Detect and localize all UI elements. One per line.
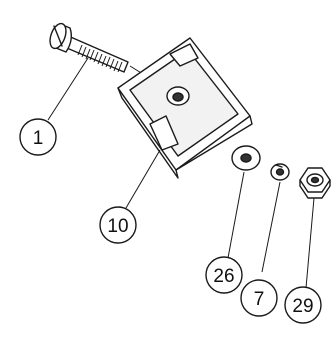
flat-washer (231, 145, 261, 171)
callout-10-label: 10 (107, 216, 128, 237)
lock-washer (270, 163, 290, 181)
callout-26-label: 26 (213, 266, 234, 287)
callout-10: 10 (99, 206, 137, 244)
callout-29-label: 29 (292, 296, 313, 317)
callout-7: 7 (240, 279, 278, 317)
hex-nut (299, 167, 331, 199)
callout-29: 29 (284, 286, 322, 324)
screw (49, 22, 129, 73)
callout-7-label: 7 (254, 289, 265, 310)
callout-26: 26 (205, 256, 243, 294)
clip-nut (117, 37, 253, 179)
leader-lines (47, 57, 315, 289)
callout-1: 1 (19, 118, 57, 156)
callout-1-label: 1 (33, 128, 44, 149)
